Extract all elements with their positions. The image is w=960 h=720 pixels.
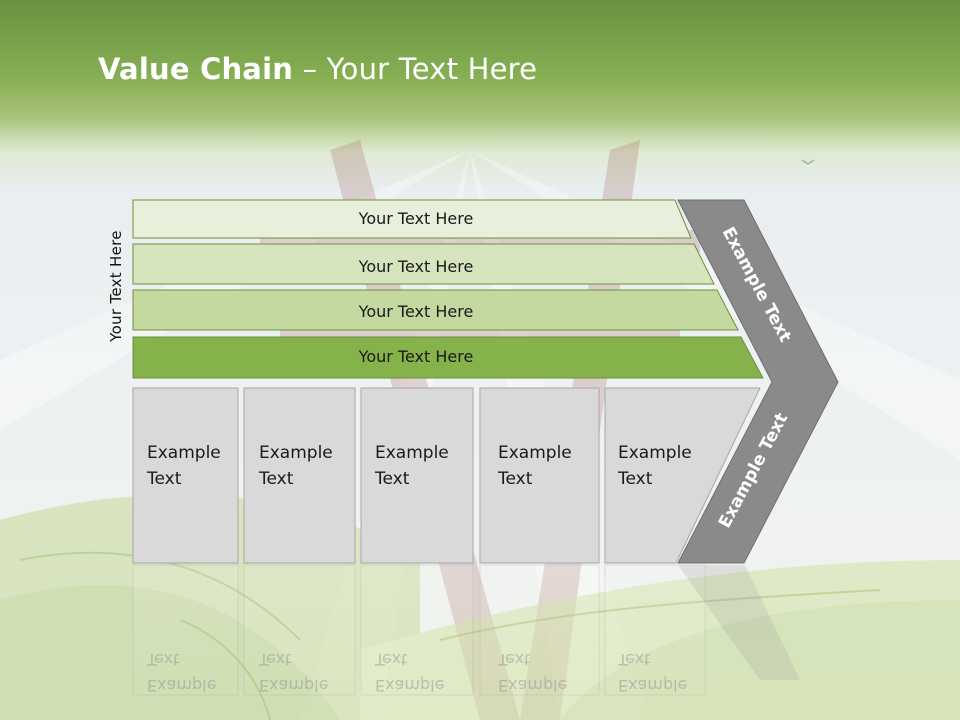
reflected-label: Example	[147, 676, 216, 695]
box-1-line-2: Text	[146, 469, 182, 489]
boxes: Example Text Example Text Example Text E…	[132, 387, 761, 564]
band-4[interactable]	[132, 336, 764, 379]
reflected-label: Example	[259, 676, 328, 695]
title-rest: – Your Text Here	[293, 52, 538, 86]
slide-title: Value Chain – Your Text Here	[98, 52, 537, 86]
reflected-label: Example	[618, 676, 687, 695]
band-4-label: Your Text Here	[358, 347, 474, 366]
box-4[interactable]	[479, 387, 600, 564]
box-2[interactable]	[243, 387, 356, 564]
box-5-line-1: Example	[618, 443, 692, 463]
band-3[interactable]	[132, 289, 739, 331]
band-1[interactable]	[132, 199, 692, 239]
chevron-shape[interactable]	[677, 199, 839, 564]
bands: Your Text Here Your Text Here Your Text …	[132, 199, 764, 379]
band-3-label: Your Text Here	[358, 302, 474, 321]
box-4-line-2: Text	[497, 469, 533, 489]
reflected-label: Text	[146, 650, 179, 669]
box-4-line-1: Example	[498, 443, 572, 463]
box-2-line-1: Example	[259, 443, 333, 463]
reflected-label: Example	[498, 676, 567, 695]
box-5-line-2: Text	[617, 469, 653, 489]
header-band	[0, 0, 960, 190]
reflected-label: Text	[258, 650, 291, 669]
title-bold: Value Chain	[98, 52, 294, 86]
box-3[interactable]	[360, 387, 474, 564]
band-2-label: Your Text Here	[358, 257, 474, 276]
reflected-label: Text	[497, 650, 530, 669]
reflected-label: Example	[375, 676, 444, 695]
reflected-labels: Example Text Example Text Example Text E…	[146, 650, 687, 695]
box-3-line-1: Example	[375, 443, 449, 463]
box-3-line-2: Text	[374, 469, 410, 489]
box-2-line-2: Text	[258, 469, 294, 489]
box-5[interactable]	[604, 387, 761, 564]
band-1-label: Your Text Here	[358, 209, 474, 228]
boxes-reflection	[132, 564, 800, 696]
box-1-line-1: Example	[147, 443, 221, 463]
reflected-label: Text	[617, 650, 650, 669]
band-2[interactable]	[132, 243, 715, 285]
box-1[interactable]	[132, 387, 239, 564]
reflected-label: Text	[374, 650, 407, 669]
